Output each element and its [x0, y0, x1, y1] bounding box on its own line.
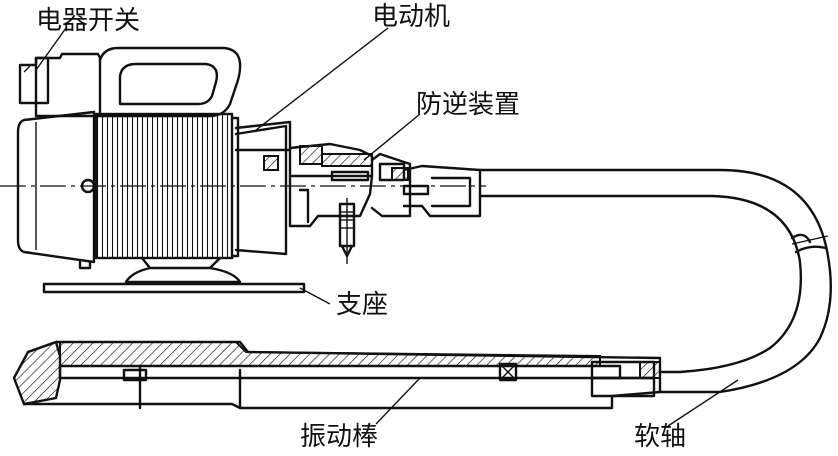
anti-reverse-device [263, 142, 482, 264]
motor-housing [16, 46, 292, 284]
flexible-shaft [478, 168, 832, 394]
label-electric-switch: 电器开关 [36, 6, 141, 36]
leader-switch [35, 27, 67, 71]
base-plate [42, 282, 306, 294]
label-electric-motor: 电动机 [372, 2, 451, 32]
label-anti-reverse: 防逆装置 [416, 90, 521, 120]
electric-switch [18, 56, 50, 105]
vibrating-rod [12, 340, 662, 410]
leader-base [299, 287, 331, 305]
label-base: 支座 [336, 290, 389, 320]
leader-reverse [363, 113, 421, 161]
leader-shaft [667, 379, 739, 427]
label-flexible-shaft: 软轴 [634, 422, 687, 452]
leader-rod [375, 377, 421, 425]
label-vibrating-rod: 振动棒 [300, 422, 379, 452]
leader-motor [255, 27, 389, 131]
leader-lines [35, 27, 739, 427]
